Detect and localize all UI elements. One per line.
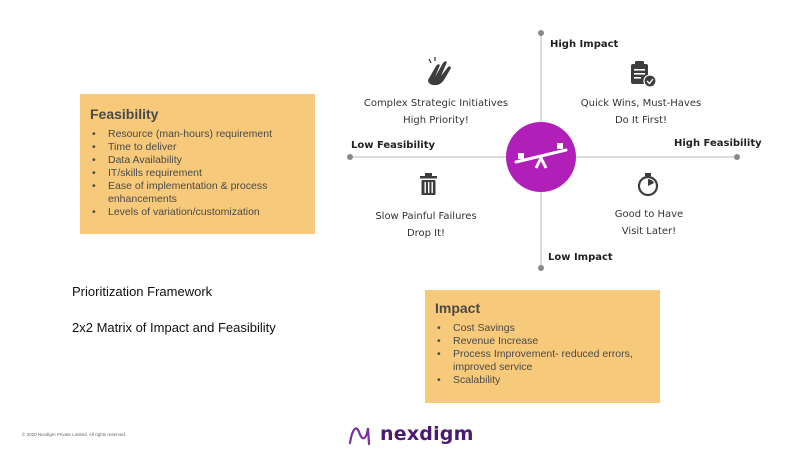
feasibility-list: Resource (man-hours) requirement Time to… [90, 128, 305, 219]
quadrant-action: Drop It! [406, 228, 446, 239]
quadrant-title: Good to Have [614, 209, 684, 220]
stopwatch-icon [637, 173, 659, 197]
list-item: IT/skills requirement [90, 167, 305, 180]
low-impact-label: Low Impact [548, 252, 613, 263]
clipboard-check-icon [631, 61, 657, 88]
quadrant-action: High Priority! [403, 115, 469, 126]
quadrant-title: Quick Wins, Must-Haves [580, 98, 702, 109]
list-item: Levels of variation/customization [90, 206, 305, 219]
axis-end-right [734, 154, 740, 160]
high-feasibility-label: High Feasibility [674, 138, 762, 149]
impact-box: Impact Cost Savings Revenue Increase Pro… [425, 290, 660, 403]
list-item: Ease of implementation & process enhance… [90, 180, 305, 206]
trash-icon [420, 173, 437, 195]
brand-logo-text: nexdigm [380, 423, 474, 445]
quadrant-title: Slow Painful Failures [375, 211, 477, 222]
axis-end-left [347, 154, 353, 160]
list-item: Scalability [435, 374, 650, 387]
feasibility-title: Feasibility [90, 106, 159, 122]
matrix-subtitle: 2x2 Matrix of Impact and Feasibility [72, 320, 276, 335]
feasibility-box: Feasibility Resource (man-hours) require… [80, 94, 315, 234]
list-item: Cost Savings [435, 322, 650, 335]
quadrant-action: Visit Later! [621, 226, 677, 237]
axis-end-bottom [538, 265, 544, 271]
list-item: Process Improvement- reduced errors, imp… [435, 348, 650, 374]
impact-list: Cost Savings Revenue Increase Process Im… [435, 322, 650, 387]
quadrant-action: Do It First! [614, 115, 668, 126]
list-item: Time to deliver [90, 141, 305, 154]
clapping-hands-icon [428, 57, 451, 86]
quadrant-top-left: Complex Strategic Initiatives High Prior… [351, 95, 521, 129]
quadrant-title: Complex Strategic Initiatives [363, 98, 509, 109]
list-item: Revenue Increase [435, 335, 650, 348]
list-item: Resource (man-hours) requirement [90, 128, 305, 141]
low-feasibility-label: Low Feasibility [351, 140, 436, 151]
impact-title: Impact [435, 300, 481, 316]
seesaw-icon [506, 122, 576, 192]
quadrant-bottom-left: Slow Painful Failures Drop It! [341, 208, 511, 242]
axis-end-top [538, 30, 544, 36]
framework-title: Prioritization Framework [72, 284, 213, 299]
copyright-text: © 2020 Nexdigm Private Limited. All righ… [22, 432, 127, 437]
list-item: Data Availability [90, 154, 305, 167]
nexdigm-logo-mark [348, 427, 371, 446]
high-impact-label: High Impact [550, 39, 619, 50]
quadrant-bottom-right: Good to Have Visit Later! [564, 206, 734, 240]
quadrant-top-right: Quick Wins, Must-Haves Do It First! [556, 95, 726, 129]
